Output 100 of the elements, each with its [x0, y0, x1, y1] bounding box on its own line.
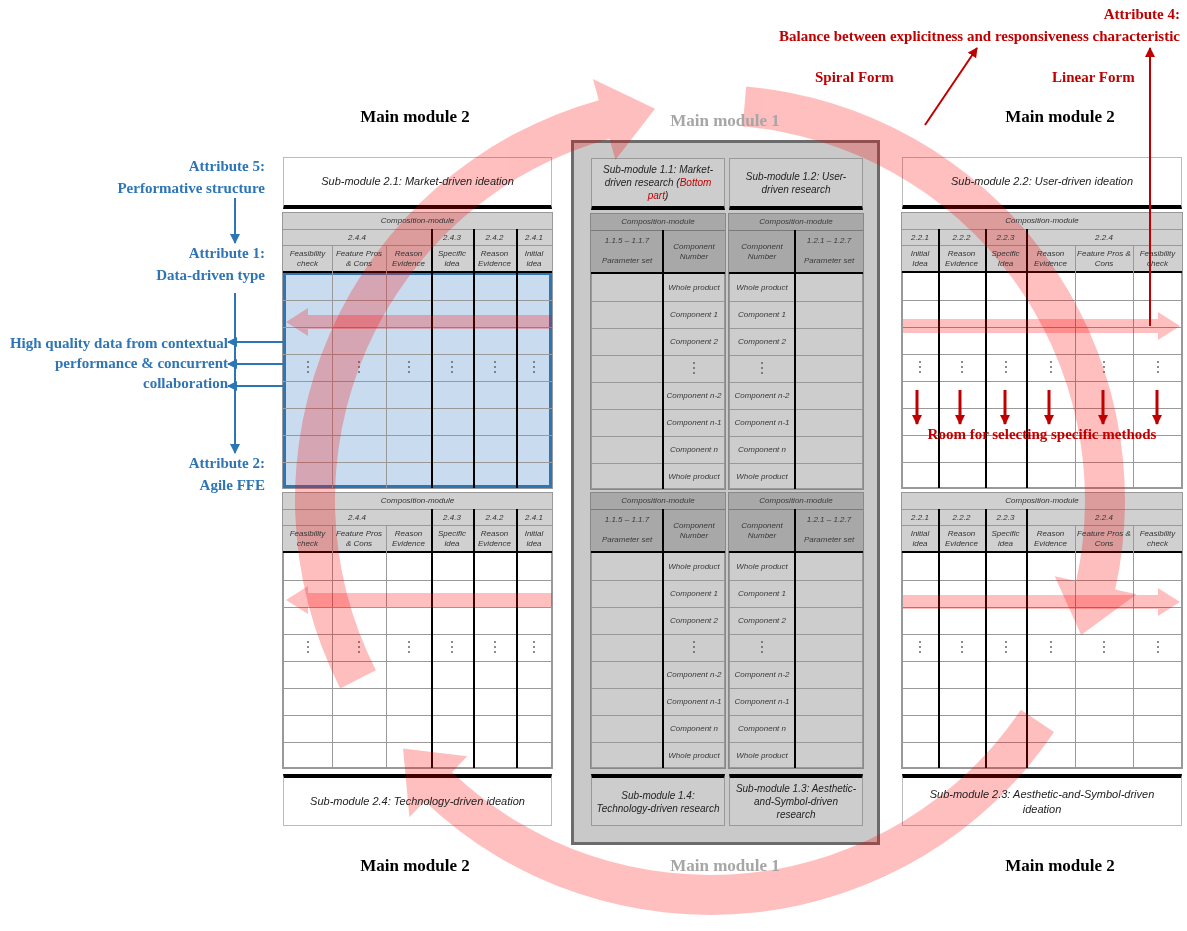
column-header: Reason Evidence: [477, 528, 512, 550]
row-label: Component 2: [669, 336, 719, 348]
row-label: Whole product: [667, 561, 721, 573]
module-heading: Main module 2: [360, 855, 470, 877]
arrow: [1145, 47, 1155, 327]
column-header: Feature Pros & Cons: [1076, 248, 1132, 270]
submodule-box: [729, 774, 863, 826]
row-label: Component 1: [737, 309, 787, 321]
table-title: Composition-module: [620, 495, 696, 507]
table-title: Composition-module: [1004, 215, 1080, 227]
module-heading: Main module 2: [1005, 106, 1115, 128]
column-header: Initial idea: [523, 248, 545, 270]
arrow: [955, 390, 965, 425]
row-label: Whole product: [667, 282, 721, 294]
column-header: Parameter set: [600, 534, 654, 546]
row-label: Whole product: [735, 471, 789, 483]
group-number: 2.2.2: [951, 511, 972, 524]
submodule-box: [729, 158, 863, 210]
submodule-box: [591, 158, 725, 210]
table-title: Composition-module: [1004, 495, 1080, 507]
group-number: 2.2.4: [1094, 511, 1114, 524]
table-title: Composition-module: [758, 495, 834, 507]
submodule-title: Sub-module 1.3: Aesthetic-and-Symbol-driven research: [734, 782, 858, 821]
arrow: [924, 47, 978, 126]
column-header: Reason Evidence: [1033, 248, 1068, 270]
table-title: Composition-module: [379, 215, 456, 227]
column-header: 1.2.1 – 1.2.7: [805, 514, 853, 526]
group-number: 2.2.1: [910, 231, 930, 244]
composition-table: [902, 493, 1182, 768]
row-label: Whole product: [735, 750, 789, 762]
row-label: Component n-1: [733, 696, 791, 708]
attribute-title: Attribute 4:: [1103, 5, 1180, 24]
arrow: [1044, 390, 1054, 425]
submodule-box: [902, 774, 1182, 826]
arrow: [912, 390, 922, 425]
column-header: Component Number: [740, 241, 784, 263]
group-number: 2.2.2: [951, 231, 972, 244]
row-label: Component 2: [737, 336, 787, 348]
column-header: Reason Evidence: [1033, 528, 1068, 550]
row-label: Component 1: [669, 588, 719, 600]
column-header: 1.2.1 – 1.2.7: [805, 235, 853, 247]
arrow: [230, 292, 240, 454]
table-title: Composition-module: [758, 216, 834, 228]
column-header: Feature Pros & Cons: [334, 528, 384, 550]
attribute-title: Attribute 2:: [188, 454, 265, 473]
submodule-title: Sub-module 2.3: Aesthetic-and-Symbol-driven ideation: [928, 786, 1156, 817]
column-header: Component Number: [740, 520, 784, 542]
submodule-box: [591, 774, 725, 826]
column-header: Feature Pros & Cons: [1076, 528, 1132, 550]
edge-label: Spiral Form: [815, 68, 894, 86]
row-label: Component 1: [737, 588, 787, 600]
table-title: Composition-module: [379, 495, 456, 507]
row-label: Component n-1: [733, 417, 791, 429]
column-header: 1.1.5 – 1.1.7: [603, 514, 651, 526]
column-header: Feature Pros & Cons: [334, 248, 384, 270]
attribute-description: Balance between explicitness and responsiveness characteristic: [779, 27, 1180, 46]
submodule-box: [283, 157, 552, 209]
column-header: Specific idea: [990, 528, 1021, 550]
group-number: 2.2.1: [910, 511, 930, 524]
submodule-title: Sub-module 1.4: Technology-driven research: [596, 788, 720, 815]
column-header: Parameter set: [802, 534, 856, 546]
row-label: Component n-2: [733, 390, 791, 402]
row-label: Component n-1: [665, 696, 723, 708]
submodule-title: Sub-module 1.2: User-driven research: [744, 169, 848, 196]
column-header: Initial idea: [909, 528, 931, 550]
attribute-title: Attribute 1:: [188, 244, 265, 263]
row-label: Component n-2: [665, 669, 723, 681]
group-number: 2.4.2: [484, 231, 505, 244]
row-label: Component n: [737, 444, 787, 456]
row-label: Component n: [669, 723, 719, 735]
row-label: Component n-2: [733, 669, 791, 681]
column-header: Parameter set: [600, 255, 654, 267]
group-number: 2.2.4: [1094, 231, 1114, 244]
composition-table: [283, 493, 552, 768]
group-number: 2.4.1: [524, 511, 544, 524]
edge-label: Linear Form: [1052, 68, 1135, 86]
row-label: Whole product: [735, 561, 789, 573]
row-label: Whole product: [735, 282, 789, 294]
row-label: Component n-2: [665, 390, 723, 402]
column-header: Initial Idea: [909, 248, 931, 270]
composition-table: [591, 493, 725, 768]
column-header: Feasibility check: [288, 248, 327, 270]
composition-table: [729, 493, 863, 768]
column-header: Feasibility check: [1138, 528, 1177, 550]
column-header: Parameter set: [802, 255, 856, 267]
column-header: Specific idea: [437, 248, 467, 270]
group-number: 2.4.4: [347, 511, 367, 524]
arrow: [1098, 390, 1108, 425]
column-header: Component Number: [672, 520, 716, 542]
arrow: [227, 337, 284, 347]
composition-table: [591, 214, 725, 489]
attribute-title: Attribute 5:: [188, 157, 265, 176]
arrow: [230, 197, 240, 244]
composition-table: [283, 213, 552, 488]
row-label: Component n-1: [665, 417, 723, 429]
composition-table: [729, 214, 863, 489]
table-title: Composition-module: [620, 216, 696, 228]
arrow: [227, 381, 284, 391]
column-header: Reason Evidence: [391, 528, 426, 550]
group-number: 2.4.4: [347, 231, 367, 244]
